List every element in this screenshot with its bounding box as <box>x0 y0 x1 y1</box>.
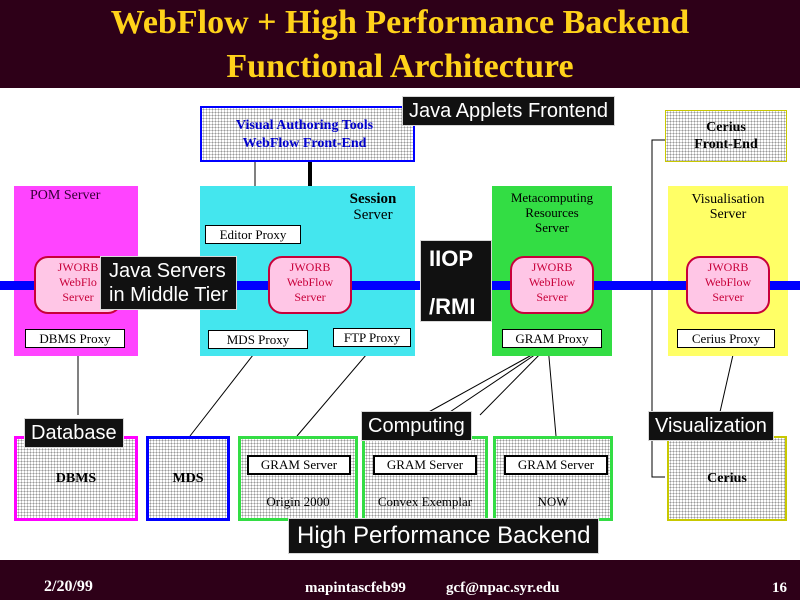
java-applets-frontend-callout: Java Applets Frontend <box>402 96 616 126</box>
dbms-label: DBMS <box>55 471 97 486</box>
footer-date: 2/20/99 <box>44 578 93 595</box>
meta-server-title-3: Server <box>535 220 569 235</box>
pom-server-title: POM Server <box>30 188 101 203</box>
jworb-pom-line-1: JWORB <box>57 260 99 274</box>
authoring-line-1: Visual Authoring Tools <box>235 118 374 133</box>
cerius-proxy: Cerius Proxy <box>677 329 775 348</box>
jworb-vis-line-2: WebFlow <box>704 275 752 289</box>
cerius-box: Cerius <box>667 436 787 521</box>
jworb-session-line-3: Server <box>294 290 326 304</box>
origin-box: GRAM Server Origin 2000 <box>238 436 358 521</box>
vis-server-title-1: Visualisation <box>691 192 765 207</box>
now-label: NOW <box>537 494 569 509</box>
title-line-1: WebFlow + High Performance Backend <box>110 4 690 41</box>
mds-label: MDS <box>172 471 204 486</box>
footer-bar: 2/20/99 mapintascfeb99 gcf@npac.syr.edu … <box>0 560 800 600</box>
footer-email: gcf@npac.syr.edu <box>446 580 560 596</box>
jworb-webflow-server-vis: JWORB WebFlow Server <box>686 256 770 314</box>
iiop-label: IIOP <box>429 246 474 271</box>
session-server-title-1: Session <box>349 191 397 207</box>
meta-server-title-1: Metacomputing <box>510 190 594 205</box>
visual-authoring-tools-box: Visual Authoring Tools WebFlow Front-End <box>200 106 415 162</box>
session-server-title-2: Server <box>353 207 393 223</box>
jworb-meta-line-2: WebFlow <box>528 275 576 289</box>
ftp-proxy: FTP Proxy <box>333 328 411 347</box>
jworb-meta-line-3: Server <box>536 290 568 304</box>
gram-server-convex: GRAM Server <box>373 455 477 475</box>
vis-server-title-2: Server <box>709 207 747 222</box>
cerius-frontend-line-1: Cerius <box>706 120 746 135</box>
gram-server-origin: GRAM Server <box>247 455 351 475</box>
authoring-line-2: WebFlow Front-End <box>242 136 367 151</box>
footer-filename: mapintascfeb99 <box>305 580 406 596</box>
java-servers-line-2: in Middle Tier <box>109 284 228 306</box>
high-performance-backend-callout: High Performance Backend <box>288 518 600 554</box>
database-callout: Database <box>24 418 124 448</box>
title-bar: WebFlow + High Performance Backend Funct… <box>0 0 800 88</box>
convex-box: GRAM Server Convex Exemplar <box>362 436 488 521</box>
jworb-webflow-server-session: JWORB WebFlow Server <box>268 256 352 314</box>
jworb-pom-line-3: Server <box>62 290 94 304</box>
java-servers-line-1: Java Servers <box>109 260 226 282</box>
rmi-label: /RMI <box>429 294 476 319</box>
gram-server-now: GRAM Server <box>504 455 608 475</box>
now-box: GRAM Server NOW <box>493 436 613 521</box>
mds-box: MDS <box>146 436 230 521</box>
jworb-session-line-2: WebFlow <box>286 275 334 289</box>
jworb-session-line-1: JWORB <box>289 260 331 274</box>
jworb-webflow-server-meta: JWORB WebFlow Server <box>510 256 594 314</box>
editor-proxy: Editor Proxy <box>205 225 301 244</box>
computing-callout: Computing <box>361 411 472 441</box>
java-servers-callout: Java Servers in Middle Tier <box>100 256 237 310</box>
title-line-2: Functional Architecture <box>226 48 574 85</box>
mds-proxy: MDS Proxy <box>208 330 308 349</box>
visualization-callout: Visualization <box>648 411 774 441</box>
jworb-vis-line-1: JWORB <box>707 260 749 274</box>
convex-label: Convex Exemplar <box>377 494 473 509</box>
meta-server-title-2: Resources <box>525 205 579 220</box>
jworb-meta-line-1: JWORB <box>531 260 573 274</box>
jworb-pom-line-2: WebFlo <box>59 275 97 289</box>
cerius-frontend-box: Cerius Front-End <box>665 110 787 162</box>
origin-label: Origin 2000 <box>266 494 330 509</box>
cerius-frontend-line-2: Front-End <box>694 137 758 152</box>
page-number: 16 <box>772 580 787 596</box>
dbms-proxy: DBMS Proxy <box>25 329 125 348</box>
iiop-rmi-callout: IIOP /RMI <box>420 240 492 322</box>
dbms-box: DBMS <box>14 436 138 521</box>
jworb-vis-line-3: Server <box>712 290 744 304</box>
gram-proxy: GRAM Proxy <box>502 329 602 348</box>
communication-bus <box>0 281 800 290</box>
cerius-label: Cerius <box>707 471 747 486</box>
